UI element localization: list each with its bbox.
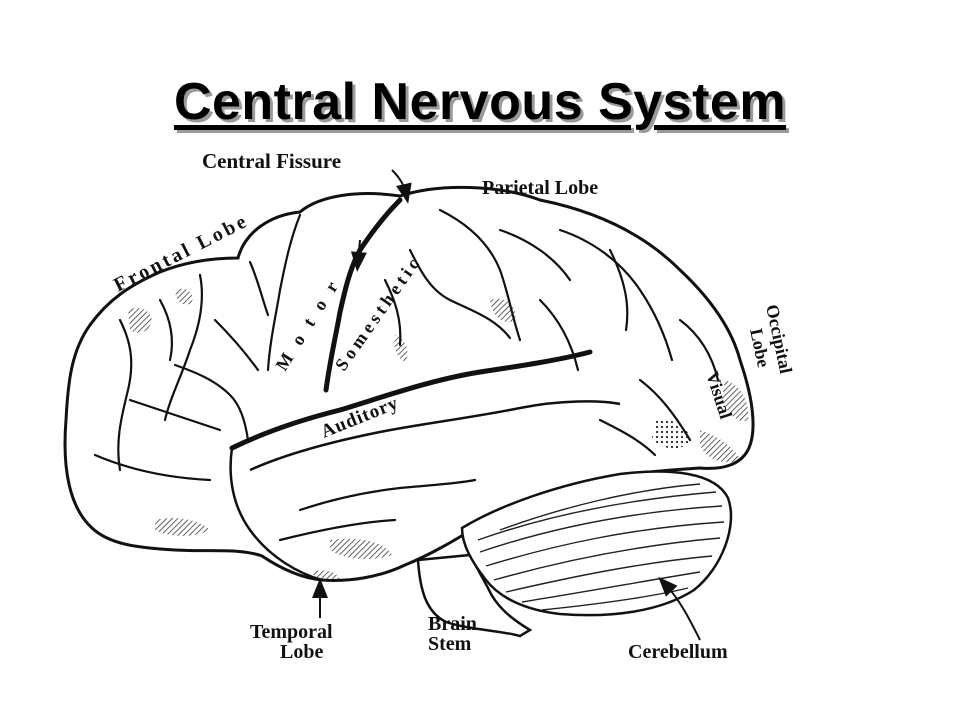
cerebellum-arrow [658,576,701,641]
motor-arrow [350,239,367,272]
label-central-fissure: Central Fissure [202,149,341,173]
temporal-pole [229,447,323,582]
lateral-fissure [229,349,593,451]
central-fissure [323,197,403,393]
label-brain: Brain [428,613,477,635]
gyri-lines [93,208,720,542]
label-cerebellum: Cerebellum [628,641,728,663]
label-parietal-lobe: Parietal Lobe [482,177,598,199]
label-temporal-lobe: Lobe [280,641,323,663]
central-fissure-arrow [391,169,412,204]
label-temporal: Temporal [250,621,333,643]
label-stem: Stem [428,633,472,655]
page-title: Central Nervous System [173,73,787,131]
temporal-sulcus [249,400,621,472]
shaded-areas [128,288,749,582]
brain-stem-outline [416,553,533,638]
